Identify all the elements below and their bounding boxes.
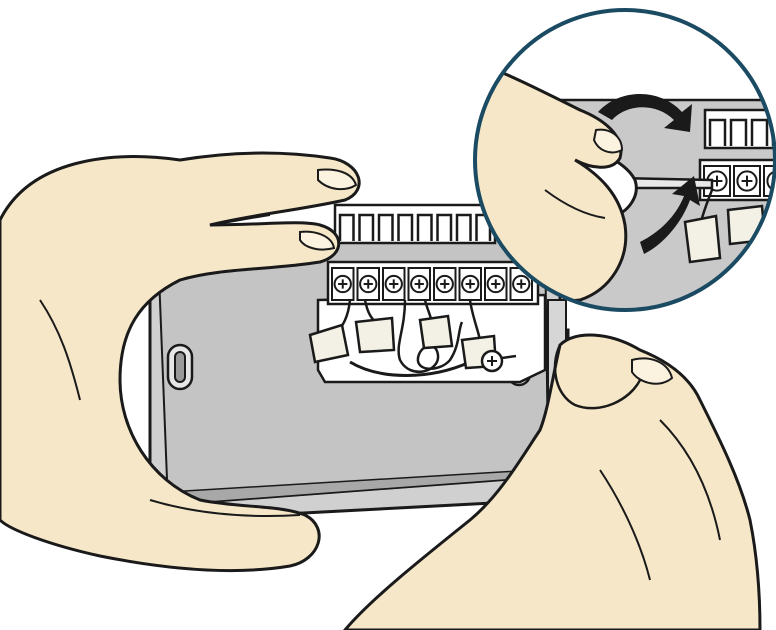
plus-screw-icon <box>485 268 507 300</box>
wire-connector <box>356 318 394 352</box>
plus-screw-icon <box>383 268 405 300</box>
connector-header <box>335 205 495 243</box>
plus-screw-icon <box>460 268 482 300</box>
plus-screw-icon <box>332 268 354 300</box>
plus-screw-icon <box>358 268 380 300</box>
callout-connector-header <box>705 110 776 148</box>
wire-connector <box>420 316 452 348</box>
plus-screw-icon <box>734 166 760 196</box>
plus-screw-icon <box>434 268 456 300</box>
callout-terminal-screws <box>704 166 776 196</box>
plus-screw-icon <box>409 268 431 300</box>
mounting-slot-left <box>168 345 192 389</box>
callout-wire-connector <box>685 216 720 262</box>
